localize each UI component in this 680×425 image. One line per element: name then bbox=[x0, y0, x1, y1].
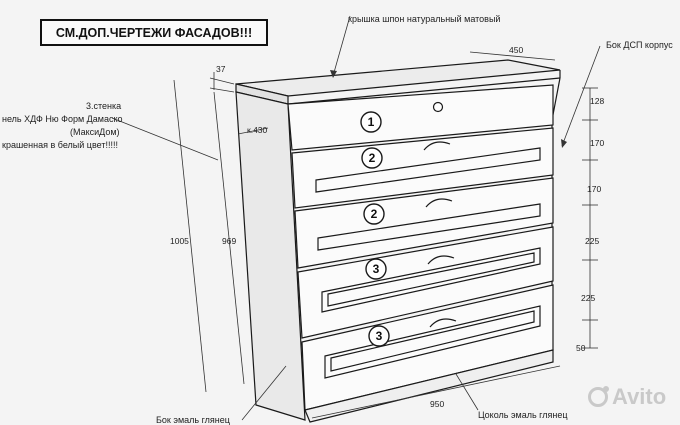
handle-icon bbox=[425, 198, 453, 208]
page-title: СМ.ДОП.ЧЕРТЕЖИ ФАСАДОВ!!! bbox=[40, 19, 268, 46]
drawer-number-circle bbox=[361, 147, 383, 169]
watermark-text: Avito bbox=[612, 384, 667, 409]
drawer-number-circle bbox=[363, 203, 385, 225]
dim-height-total: 1005 bbox=[170, 236, 189, 246]
drawer-number-circle bbox=[360, 111, 382, 133]
side-panel-left bbox=[235, 91, 306, 421]
drawer-number: 1 bbox=[368, 115, 375, 129]
drawer-4-panel bbox=[321, 247, 541, 313]
handle-icon bbox=[423, 141, 451, 151]
callout-plinth: Цоколь эмаль глянец bbox=[478, 410, 568, 420]
plinth bbox=[304, 349, 554, 423]
handle-icon bbox=[429, 318, 457, 328]
avito-logo-icon bbox=[588, 386, 609, 407]
drawer-number: 2 bbox=[371, 207, 378, 221]
dim-170b: 170 bbox=[587, 184, 601, 194]
drawer-3-panel bbox=[317, 203, 541, 251]
drawer-number-circle bbox=[368, 325, 390, 347]
callout-back-line2: (МаксиДом) bbox=[70, 127, 120, 137]
dim-width-bottom: 950 bbox=[430, 399, 444, 409]
callout-back-line3: крашенная в белый цвет!!!!! bbox=[2, 140, 118, 150]
drawer-number: 2 bbox=[369, 151, 376, 165]
drawer-2 bbox=[291, 127, 554, 209]
callout-side-right: Бок ДСП корпус bbox=[606, 40, 673, 50]
dim-height-body: 969 bbox=[222, 236, 236, 246]
dim-170a: 170 bbox=[590, 138, 604, 148]
dim-225b: 225 bbox=[581, 293, 595, 303]
drawer-3 bbox=[294, 177, 554, 269]
dim-225a: 225 bbox=[585, 236, 599, 246]
drawer-4 bbox=[297, 226, 554, 339]
drawer-1 bbox=[287, 84, 554, 151]
callout-back-line1: нель ХДФ Ню Форм Дамаско bbox=[2, 114, 123, 124]
handle-icon bbox=[427, 255, 455, 265]
callout-top: крышка шпон натуральный матовый bbox=[348, 14, 500, 24]
drawer-number-circle bbox=[365, 258, 387, 280]
drawer-number: 3 bbox=[373, 262, 380, 276]
drawer-number: 3 bbox=[376, 329, 383, 343]
dim-128: 128 bbox=[590, 96, 604, 106]
drawer-2-panel bbox=[315, 147, 541, 193]
dim-width-top: 450 bbox=[509, 45, 523, 55]
callout-side-bottom: Бок эмаль глянец bbox=[156, 415, 230, 425]
dim-depth-430: к.430 bbox=[247, 125, 268, 135]
drawer-5-panel bbox=[324, 305, 541, 379]
callout-back-title: 3.стенка bbox=[86, 101, 121, 111]
dim-depth-37: 37 bbox=[216, 64, 226, 74]
dim-plinth: 50 bbox=[576, 343, 586, 353]
lock-icon bbox=[432, 101, 444, 113]
watermark-logo: Avito bbox=[588, 384, 666, 410]
